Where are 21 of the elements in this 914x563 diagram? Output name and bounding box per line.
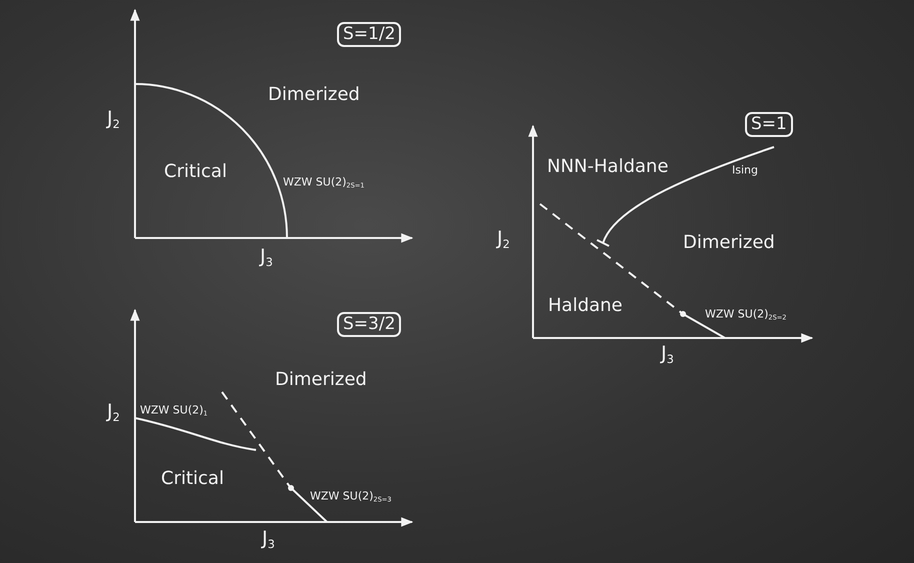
axis-label: J$_{2}$ (497, 230, 510, 250)
axis-label: J$_{2}$ (107, 402, 120, 424)
axis-label: J$_{3}$ (661, 344, 674, 366)
transition-label: WZW SU(2)$_{2S=3}$ (310, 490, 392, 504)
transition-label: WZW SU(2)$_{1}$ (140, 404, 208, 418)
phase-label: Haldane (548, 297, 623, 315)
transition-label: Ising (732, 164, 758, 176)
phase-label: Dimerized (275, 371, 367, 389)
phase-label: Dimerized (268, 86, 360, 104)
transition-label: WZW SU(2)$_{2S=1}$ (283, 176, 365, 190)
phase-label: Critical (161, 470, 224, 488)
axis-label: J$_{3}$ (262, 530, 275, 550)
spin-value-badge: S=3/2 (337, 312, 402, 337)
spin-value-badge: S=1 (745, 112, 793, 137)
axis-label: J$_{3}$ (260, 248, 273, 268)
phase-label: NNN-Haldane (547, 158, 668, 176)
axis-label: J$_{2}$ (107, 110, 120, 130)
spin-value-badge: S=1/2 (337, 22, 402, 47)
phase-label: Critical (164, 163, 227, 181)
phase-label: Dimerized (683, 234, 775, 252)
transition-label: WZW SU(2)$_{2S=2}$ (705, 308, 787, 322)
